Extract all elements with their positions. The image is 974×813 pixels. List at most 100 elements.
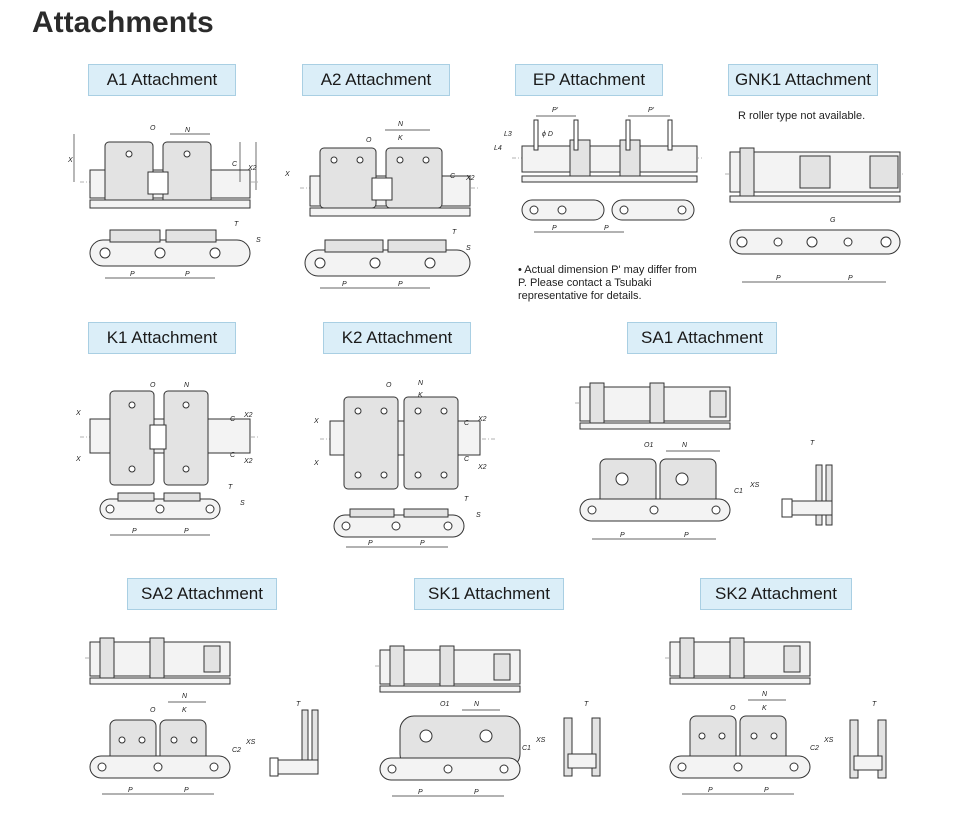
dim-t-k2: T [464,496,469,503]
dim-o-k1: O [150,382,156,389]
dim-n-sa1: N [682,442,688,449]
dim-o-sa2: O [150,707,156,714]
dim-x2a-k2: X2 [477,416,487,423]
dim-n-sk2: N [762,691,768,698]
k1-attachment-label: K1 Attachment [88,322,236,354]
gnk1-note: R roller type not available. [738,110,866,122]
sa2-drawing: O K N C2 XS P P T [85,637,319,795]
gnk1-attachment-label: GNK1 Attachment [728,64,878,96]
k1-drawing: X X O N C C X2 X2 T S P P [75,382,260,536]
dim-t-sa2: T [296,701,301,708]
dim-c1-sa1: C1 [734,488,743,495]
dim-c2-k2: C [464,456,470,463]
dim-t-k1: T [228,484,233,491]
dim-p1-ep: P [552,225,557,232]
dim-o-a1: O [150,125,156,132]
dim-pp1-ep: P' [552,107,559,114]
dim-n-a1: N [185,127,191,134]
sk2-drawing: O K N C2 XS P P T [665,637,887,795]
dim-x2b-k1: X2 [243,458,253,465]
dim-x2-a2: X2 [465,175,475,182]
sa1-attachment-label: SA1 Attachment [627,322,777,354]
dim-k-k2: K [418,392,423,399]
dim-p2-sa1: P [684,532,689,539]
dim-c1-k1: C [230,416,236,423]
dim-c-a2: C [450,173,456,180]
dim-p2-gnk1: P [848,275,853,282]
dim-n-k2: N [418,380,424,387]
dim-o-sk2: O [730,705,736,712]
dim-s-a1: S [256,237,261,244]
a1-attachment-label: A1 Attachment [88,64,236,96]
k2-drawing: X X O K N C C X2 X2 T S P P [313,380,495,548]
dim-o-a2: O [366,137,372,144]
dim-k-sa2: K [182,707,187,714]
dim-x2a-k1: X2 [243,412,253,419]
dim-x2-a1: X2 [247,165,257,172]
dim-p1-k2: P [368,540,373,547]
dim-p2-sa2: P [184,787,189,794]
dim-t-a1: T [234,221,239,228]
dim-pp2-ep: P' [648,107,655,114]
ep-note: • Actual dimension P' may differ from P.… [518,264,697,302]
sk1-attachment-label: SK1 Attachment [414,578,564,610]
dim-s-a2: S [466,245,471,252]
dim-c2-k1: C [230,452,236,459]
dim-p2-sk2: P [764,787,769,794]
dim-p2-sk1: P [474,789,479,796]
dim-c2-sa2: C2 [232,747,241,754]
dim-c1-sk1: C1 [522,745,531,752]
k2-attachment-label: K2 Attachment [323,322,471,354]
dim-s-k2: S [476,512,481,519]
gnk1-drawing: G P P [725,147,905,283]
dim-t-sk1: T [584,701,589,708]
a1-drawing: X O N C X2 T S P P [67,125,261,279]
dim-l3-ep: L3 [504,131,512,138]
dim-l4-ep: L4 [494,145,502,152]
dim-n-sa2: N [182,693,188,700]
dim-c2-sk2: C2 [810,745,819,752]
dim-x2b-k2: X2 [477,464,487,471]
dim-t-sk2: T [872,701,877,708]
dim-x2-k2: X [313,460,319,467]
dim-p1-k1: P [132,528,137,535]
dim-n-a2: N [398,121,404,128]
dim-p1-a1: P [130,271,135,278]
dim-o1-sa1: O1 [644,442,653,449]
page-title: Attachments [32,6,214,39]
dim-s-k1: S [240,500,245,507]
dim-xs-sa2: XS [245,739,256,746]
dim-p2-a1: P [185,271,190,278]
sa2-attachment-label: SA2 Attachment [127,578,277,610]
dim-t-a2: T [452,229,457,236]
dim-xs-sa1: XS [749,482,760,489]
dim-p2-ep: P [604,225,609,232]
a2-drawing: X O K N C X2 T S P P [284,121,480,289]
dim-n-k1: N [184,382,190,389]
ep-attachment-label: EP Attachment [515,64,663,96]
dim-xs-sk1: XS [535,737,546,744]
dim-p1-gnk1: P [776,275,781,282]
dim-p1-sk1: P [418,789,423,796]
dim-o-k2: O [386,382,392,389]
dim-k-sk2: K [762,705,767,712]
dim-x2-k1: X [75,456,81,463]
sa1-drawing: O1 N C1 XS P P T [575,382,833,540]
dim-p2-k2: P [420,540,425,547]
dim-p1-sa2: P [128,787,133,794]
dim-t-sa1: T [810,440,815,447]
dim-p2-k1: P [184,528,189,535]
dim-x-a1: X [67,157,73,164]
dim-xs-sk2: XS [823,737,834,744]
dim-o1-sk1: O1 [440,701,449,708]
dim-k-a2: K [398,135,403,142]
a2-attachment-label: A2 Attachment [302,64,450,96]
dim-p2-a2: P [398,281,403,288]
dim-x-a2: X [284,171,290,178]
dim-p1-a2: P [342,281,347,288]
dim-p1-sa1: P [620,532,625,539]
dim-d-ep: ϕ D [542,131,553,138]
dim-g-gnk1: G [830,217,836,224]
sk2-attachment-label: SK2 Attachment [700,578,852,610]
dim-n-sk1: N [474,701,480,708]
